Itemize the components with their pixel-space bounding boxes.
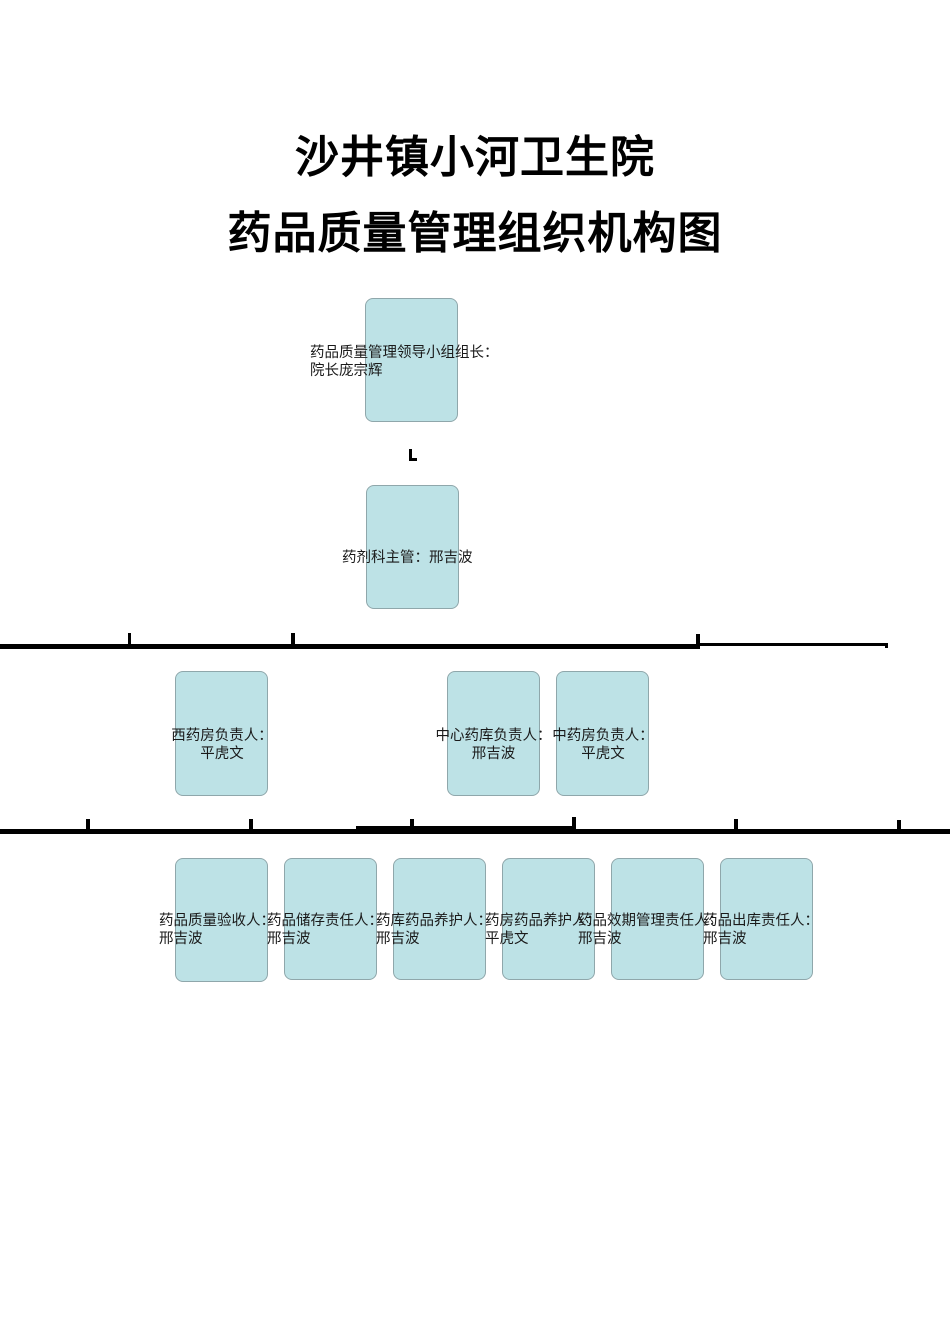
node-label-storage: 药品储存责任人： 邢吉波 <box>267 912 383 948</box>
connector-tick <box>885 643 888 648</box>
connector-tick <box>734 819 738 831</box>
node-label-line: 药剂科主管：邢吉波 <box>342 550 473 566</box>
node-box-tcm-pharmacy <box>556 671 649 796</box>
node-label-pharmacy-head: 药剂科主管：邢吉波 <box>342 549 473 567</box>
node-label-line: 西药房负责人： <box>171 728 273 744</box>
node-label-line: 中药房负责人： <box>552 728 654 744</box>
connector-mark <box>409 449 412 461</box>
connector-tick <box>291 633 295 645</box>
node-label-line: 药品质量验收人： <box>159 913 275 929</box>
node-box-quality-leader <box>365 298 458 422</box>
node-box-storehouse-maintenance <box>393 858 486 980</box>
node-label-line: 药品储存责任人： <box>267 913 383 929</box>
connector-line-level2 <box>0 644 700 649</box>
node-box-pharmacy-head <box>366 485 459 609</box>
node-label-line: 平虎文 <box>581 746 625 762</box>
connector-mark <box>409 458 417 461</box>
node-label-line: 邢吉波 <box>267 931 311 947</box>
node-label-line: 邢吉波 <box>703 931 747 947</box>
node-label-line: 邢吉波 <box>159 931 203 947</box>
node-label-line: 药库药品养护人： <box>376 913 492 929</box>
connector-line-level3 <box>0 829 950 834</box>
connector-tick <box>897 820 901 834</box>
node-label-line: 药品效期管理责任人： <box>578 913 723 929</box>
chart-title-line-1: 沙井镇小河卫生院 <box>295 132 655 183</box>
node-label-line: 院长庞宗辉 <box>310 363 383 379</box>
node-label-line: 邢吉波 <box>471 746 516 762</box>
connector-tick <box>249 819 253 831</box>
node-box-storage <box>284 858 377 980</box>
node-label-expiry-management: 药品效期管理责任人： 邢吉波 <box>578 912 723 948</box>
node-label-quality-acceptance: 药品质量验收人： 邢吉波 <box>159 912 275 948</box>
connector-tick <box>128 633 131 645</box>
node-label-outbound: 药品出库责任人： 邢吉波 <box>703 912 819 948</box>
node-box-quality-acceptance <box>175 858 268 982</box>
connector-line-level2 <box>700 643 888 646</box>
node-label-line: 中心药库负责人： <box>435 728 552 744</box>
node-box-outbound <box>720 858 813 980</box>
node-label-pharmacy-maintenance: 药房药品养护人： 平虎文 <box>485 912 601 948</box>
node-label-line: 药房药品养护人： <box>485 913 601 929</box>
node-label-line: 药品质量管理领导小组组长： <box>310 345 499 361</box>
connector-tick <box>572 817 576 829</box>
connector-tick <box>696 634 700 646</box>
connector-line-level3 <box>356 826 576 830</box>
node-label-line: 平虎文 <box>485 931 529 947</box>
connector-tick <box>410 819 414 829</box>
node-box-central-storehouse <box>447 671 540 796</box>
node-box-expiry-management <box>611 858 704 980</box>
node-box-western-pharmacy <box>175 671 268 796</box>
node-label-quality-leader: 药品质量管理领导小组组长： 院长庞宗辉 <box>310 344 499 380</box>
node-label-central-storehouse: 中心药库负责人： 邢吉波 <box>431 727 556 763</box>
node-label-storehouse-maintenance: 药库药品养护人： 邢吉波 <box>376 912 492 948</box>
node-label-line: 平虎文 <box>200 746 244 762</box>
connector-tick <box>86 819 90 831</box>
node-label-tcm-pharmacy: 中药房负责人： 平虎文 <box>548 727 658 763</box>
node-label-line: 药品出库责任人： <box>703 913 819 929</box>
node-label-line: 邢吉波 <box>376 931 420 947</box>
node-label-line: 邢吉波 <box>578 931 622 947</box>
node-box-pharmacy-maintenance <box>502 858 595 980</box>
chart-title-line-2: 药品质量管理组织机构图 <box>227 208 723 259</box>
node-label-western-pharmacy: 西药房负责人： 平虎文 <box>167 727 277 763</box>
